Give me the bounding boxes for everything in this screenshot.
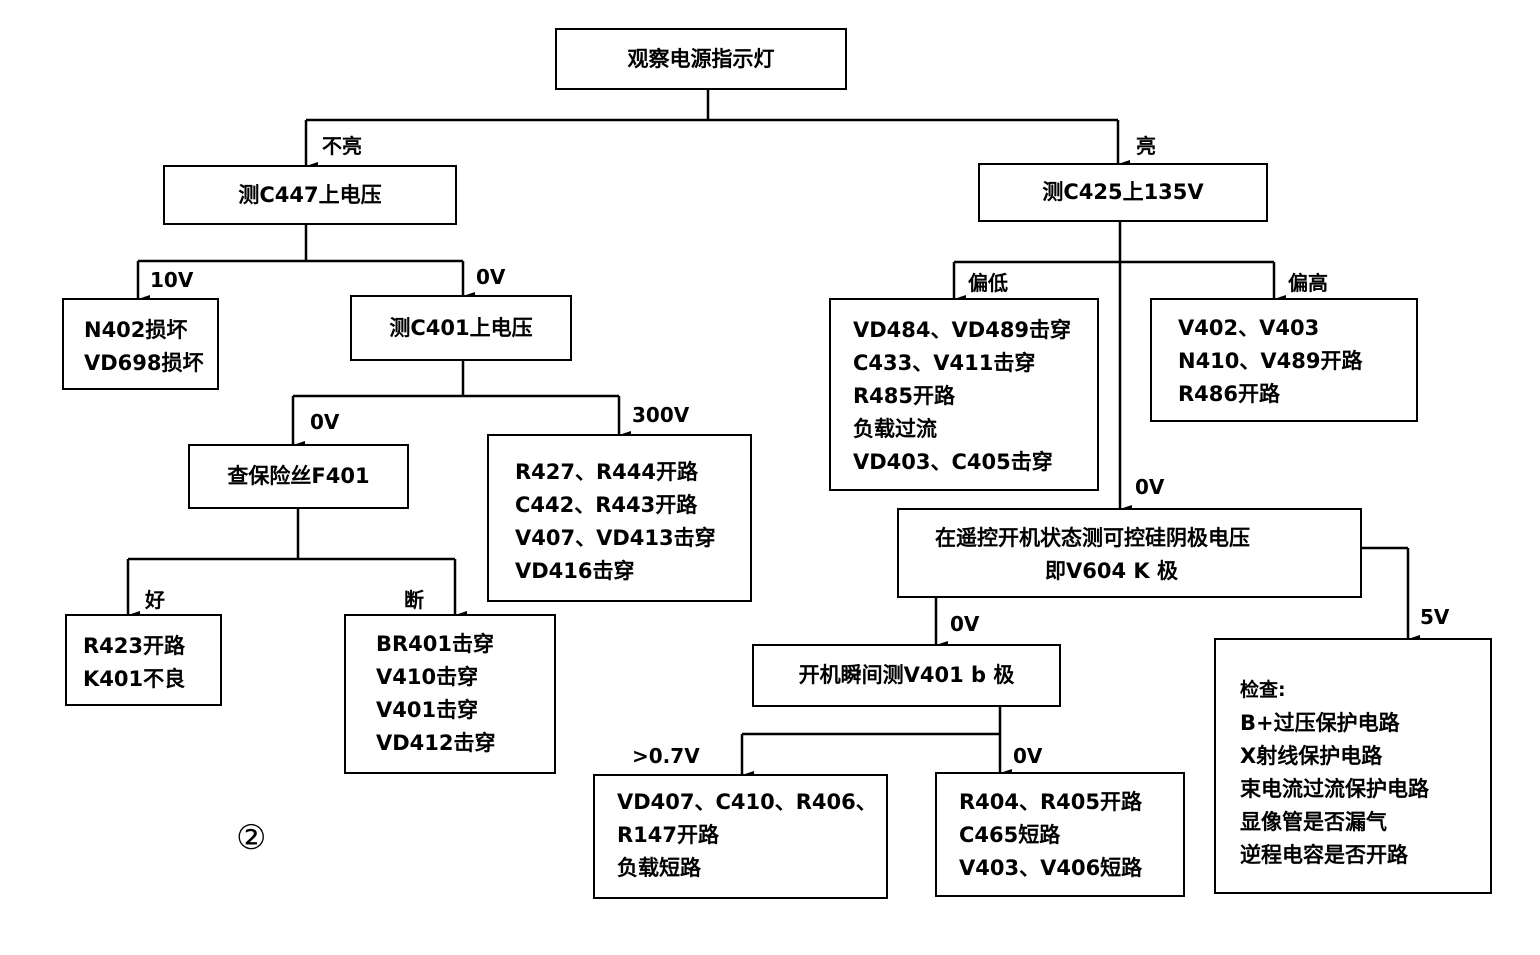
node-measure-c401: 测C401上电压 bbox=[350, 295, 572, 361]
node-measure-scr-cathode: 在遥控开机状态测可控硅阴极电压 即V604 K 极 bbox=[897, 508, 1362, 598]
node-line: 负载短路 bbox=[617, 856, 701, 880]
node-r427-group: R427、R444开路 C442、R443开路 V407、VD413击穿 VD4… bbox=[487, 434, 752, 602]
node-line: R404、R405开路 bbox=[959, 790, 1143, 814]
node-line: VD484、VD489击穿 bbox=[853, 318, 1072, 342]
node-measure-c447: 测C447上电压 bbox=[163, 165, 457, 225]
node-line: 束电流过流保护电路 bbox=[1240, 777, 1429, 801]
node-r404-group: R404、R405开路 C465短路 V403、V406短路 bbox=[935, 772, 1185, 897]
node-line: VD698损坏 bbox=[84, 351, 204, 375]
node-line: V402、V403 bbox=[1178, 316, 1320, 340]
label-lit: 亮 bbox=[1136, 134, 1156, 158]
node-line: V403、V406短路 bbox=[959, 856, 1143, 880]
label-broken: 断 bbox=[404, 588, 424, 612]
node-line: N402损坏 bbox=[84, 318, 188, 342]
node-line: K401不良 bbox=[83, 667, 186, 691]
node-text: 测C401上电压 bbox=[389, 315, 533, 340]
node-text: 观察电源指示灯 bbox=[627, 46, 775, 71]
node-line: R486开路 bbox=[1178, 382, 1281, 406]
node-measure-v401-base: 开机瞬间测V401 b 极 bbox=[752, 644, 1061, 707]
node-line: VD416击穿 bbox=[515, 559, 635, 583]
node-line: N410、V489开路 bbox=[1178, 349, 1363, 373]
node-text: 测C447上电压 bbox=[238, 182, 382, 207]
node-line: C442、R443开路 bbox=[515, 493, 698, 517]
node-line: X射线保护电路 bbox=[1240, 744, 1383, 768]
node-line: C465短路 bbox=[959, 823, 1061, 847]
label-10v: 10V bbox=[150, 268, 194, 292]
node-vd407-group: VD407、C410、R406、 R147开路 负载短路 bbox=[593, 774, 888, 899]
node-line: 在遥控开机状态测可控硅阴极电压 bbox=[935, 526, 1250, 550]
label-good: 好 bbox=[145, 588, 165, 612]
node-line: VD403、C405击穿 bbox=[853, 450, 1053, 474]
label-0v-c401: 0V bbox=[476, 265, 506, 289]
node-line: 逆程电容是否开路 bbox=[1240, 843, 1408, 867]
label-not-lit: 不亮 bbox=[322, 134, 362, 158]
node-vd484-group: VD484、VD489击穿 C433、V411击穿 R485开路 负载过流 VD… bbox=[829, 298, 1099, 491]
label-low: 偏低 bbox=[968, 271, 1008, 295]
node-br401-breakdowns: BR401击穿 V410击穿 V401击穿 VD412击穿 bbox=[344, 614, 556, 774]
node-check-fuse-f401: 查保险丝F401 bbox=[188, 444, 409, 509]
node-line: R423开路 bbox=[83, 634, 186, 658]
node-line: 检查: bbox=[1240, 679, 1286, 701]
node-v402-group: V402、V403 N410、V489开路 R486开路 bbox=[1150, 298, 1418, 422]
node-text: 测C425上135V bbox=[1042, 180, 1204, 204]
node-protection-check: 检查: B+过压保护电路 X射线保护电路 束电流过流保护电路 显像管是否漏气 逆… bbox=[1214, 638, 1492, 894]
figure-number: ② bbox=[236, 818, 267, 858]
node-line: BR401击穿 bbox=[376, 632, 495, 656]
node-line: R427、R444开路 bbox=[515, 460, 699, 484]
node-line: VD412击穿 bbox=[376, 731, 496, 755]
node-measure-c425: 测C425上135V bbox=[978, 163, 1268, 222]
node-line: 负载过流 bbox=[853, 417, 937, 441]
label-high: 偏高 bbox=[1288, 271, 1328, 295]
node-line: 即V604 K 极 bbox=[1045, 559, 1178, 583]
node-line: 显像管是否漏气 bbox=[1240, 810, 1387, 834]
node-line: V401击穿 bbox=[376, 698, 479, 722]
node-line: V407、VD413击穿 bbox=[515, 526, 716, 550]
label-0v-final: 0V bbox=[1013, 744, 1043, 768]
label-300v: 300V bbox=[632, 403, 690, 427]
node-line: C433、V411击穿 bbox=[853, 351, 1036, 375]
node-text: 开机瞬间测V401 b 极 bbox=[798, 663, 1015, 687]
label-0v-fuse: 0V bbox=[310, 410, 340, 434]
node-line: R485开路 bbox=[853, 384, 956, 408]
node-n402-vd698: N402损坏 VD698损坏 bbox=[62, 298, 219, 390]
node-text: 查保险丝F401 bbox=[227, 464, 370, 488]
node-line: V410击穿 bbox=[376, 665, 479, 689]
label-0v-scr: 0V bbox=[1135, 475, 1165, 499]
node-line: R147开路 bbox=[617, 823, 720, 847]
label-gt-0-7v: >0.7V bbox=[632, 744, 700, 768]
node-line: VD407、C410、R406、 bbox=[617, 790, 877, 814]
node-r423-k401: R423开路 K401不良 bbox=[65, 614, 222, 706]
label-0v-v401: 0V bbox=[950, 612, 980, 636]
node-line: B+过压保护电路 bbox=[1240, 711, 1400, 735]
label-5v: 5V bbox=[1420, 605, 1450, 629]
node-observe-power-indicator: 观察电源指示灯 bbox=[555, 28, 847, 90]
